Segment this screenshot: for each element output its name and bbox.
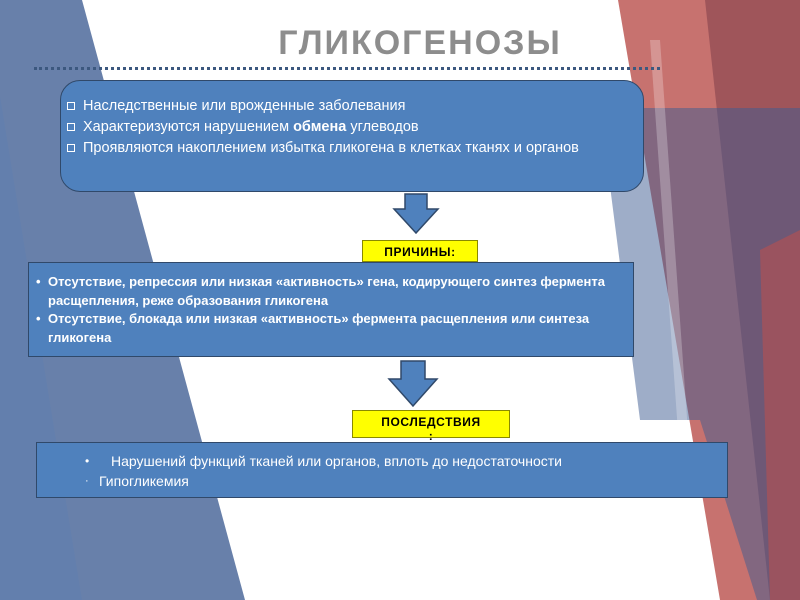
checkbox-icon	[67, 144, 75, 152]
overview-item: Наследственные или врожденные заболевани…	[67, 96, 625, 117]
down-arrow-icon	[387, 360, 439, 408]
consequence-item: · Гипогликемия	[85, 471, 717, 491]
decor-red-lower-right	[760, 230, 800, 600]
overview-text-tail: углеводов	[346, 119, 419, 135]
bullet-icon: •	[36, 311, 41, 326]
down-arrow-icon	[392, 193, 440, 235]
consequences-tag: ПОСЛЕДСТВИЯ :	[352, 410, 510, 443]
consequences-panel: • Нарушений функций тканей или органов, …	[36, 442, 728, 498]
bullet-icon: ·	[85, 475, 89, 487]
cause-text: Отсутствие, блокада или низкая «активнос…	[48, 311, 590, 345]
overview-text: Проявляются накоплением избытка гликоген…	[83, 140, 579, 156]
causes-panel: • Отсутствие, репрессия или низкая «акти…	[28, 262, 634, 357]
overview-emphasis: обмена	[293, 119, 347, 135]
consequence-text: Нарушений функций тканей или органов, вп…	[111, 453, 562, 469]
checkbox-icon	[67, 102, 75, 110]
overview-panel: Наследственные или врожденные заболевани…	[60, 80, 644, 192]
overview-text: Наследственные или врожденные заболевани…	[83, 98, 406, 114]
decor-blue-right-shape	[600, 108, 800, 600]
overview-item: Проявляются накоплением избытка гликоген…	[67, 138, 625, 159]
causes-tag: ПРИЧИНЫ:	[362, 240, 478, 262]
overview-item: Характеризуются нарушением обмена углево…	[67, 117, 625, 138]
bullet-icon: •	[36, 274, 41, 289]
bullet-icon: •	[85, 454, 90, 468]
cause-item: • Отсутствие, репрессия или низкая «акти…	[33, 273, 621, 310]
consequence-text: Гипогликемия	[99, 473, 189, 489]
cause-item: • Отсутствие, блокада или низкая «активн…	[33, 310, 621, 347]
title-dotted-divider	[34, 67, 660, 70]
checkbox-icon	[67, 123, 75, 131]
slide-title: ГЛИКОГЕНОЗЫ	[278, 24, 562, 62]
consequence-item: • Нарушений функций тканей или органов, …	[85, 451, 717, 471]
overview-text: Характеризуются нарушением	[83, 119, 294, 135]
cause-text: Отсутствие, репрессия или низкая «активн…	[48, 274, 605, 308]
